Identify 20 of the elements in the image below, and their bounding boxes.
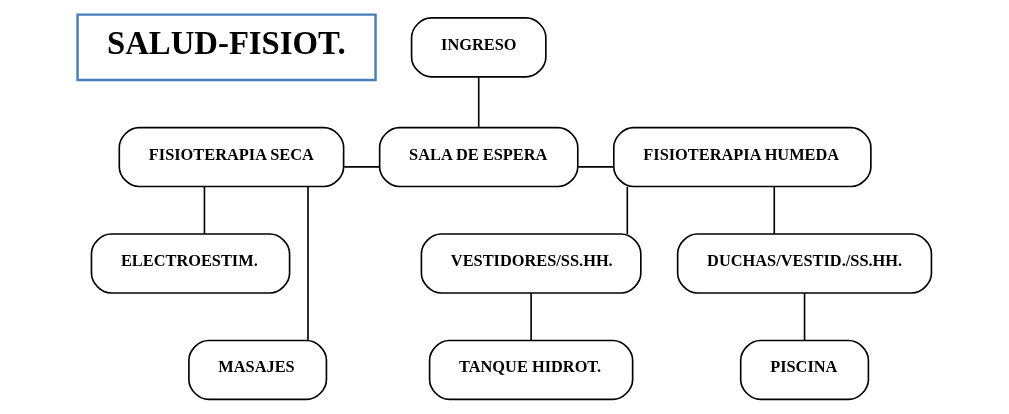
connector <box>477 76 480 128</box>
node-box: MASAJES <box>188 339 328 401</box>
node-box: SALUD-FISIOT. <box>76 13 377 82</box>
node-box: ELECTROESTIM. <box>90 233 291 294</box>
node-box: VESTIDORES/SS.HH. <box>420 233 642 294</box>
node-box: FISIOTERAPIA HUMEDA <box>612 126 872 188</box>
connector <box>203 185 206 235</box>
connector <box>626 185 629 235</box>
connector <box>773 185 776 235</box>
node-box: TANQUE HIDROT. <box>428 339 634 401</box>
connector <box>307 185 309 341</box>
node-box: SALA DE ESPERA <box>378 126 579 188</box>
connector <box>530 292 532 342</box>
node-box: PISCINA <box>739 339 870 401</box>
connector <box>343 166 381 168</box>
connector <box>577 166 615 168</box>
node-box: FISIOTERAPIA SECA <box>118 126 345 188</box>
node-box: INGRESO <box>410 17 547 78</box>
connector <box>803 292 806 342</box>
node-box: DUCHAS/VESTID./SS.HH. <box>676 233 933 294</box>
